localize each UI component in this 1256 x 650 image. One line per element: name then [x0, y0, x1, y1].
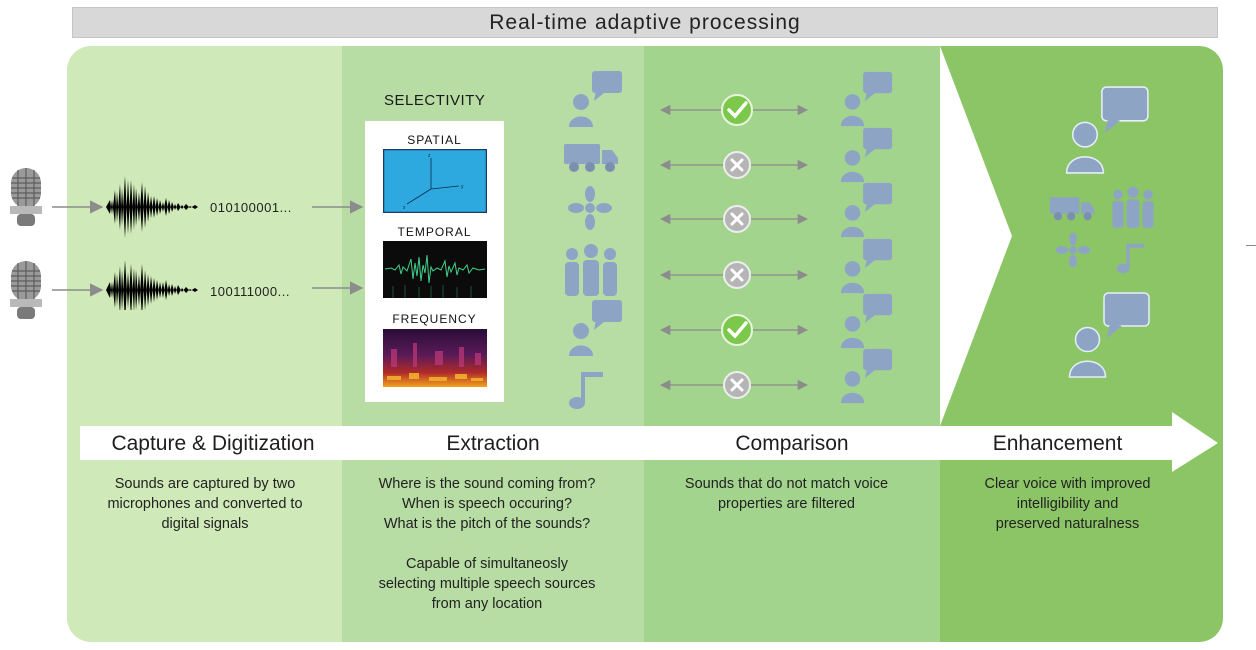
stage-title-extraction: Extraction — [446, 432, 540, 455]
stage-desc-capture: Sounds are captured by two microphones a… — [107, 476, 303, 532]
output-connector-line — [1246, 245, 1256, 246]
stage-desc-comparison: Sounds that do not match voice propertie… — [684, 476, 889, 512]
voice-reference-icon — [840, 127, 893, 183]
spatial-axes-image: z y x — [383, 149, 487, 213]
voice-reference-icon — [840, 238, 893, 294]
stage-title-comparison: Comparison — [735, 432, 849, 455]
fan-icon — [568, 186, 612, 230]
voice-reference-icon — [840, 71, 893, 127]
waveform-1 — [106, 176, 198, 238]
person-speaking-icon — [569, 71, 622, 127]
binary-code-2: 100111000... — [210, 284, 290, 299]
no-match-x-icon — [723, 205, 751, 233]
waveform-2 — [106, 260, 198, 310]
voice-reference-icon — [840, 293, 893, 349]
pipeline-frame — [67, 46, 1223, 642]
microphone-icon — [10, 168, 42, 226]
stage-title-capture: Capture & Digitization — [111, 432, 315, 455]
selectivity-card: SPATIAL z y x TEMPORAL FREQUENCY — [365, 121, 504, 402]
selectivity-temporal-label: TEMPORAL — [397, 225, 472, 239]
truck-icon — [564, 144, 618, 172]
process-arrow — [80, 412, 1218, 472]
fan-icon — [1055, 232, 1091, 268]
no-match-x-icon — [723, 151, 751, 179]
truck-icon — [1049, 197, 1095, 221]
axis-label-x: x — [403, 205, 406, 211]
match-check-icon — [721, 314, 753, 346]
crowd-icon — [565, 244, 617, 296]
selectivity-frequency-label: FREQUENCY — [392, 312, 477, 326]
enhanced-voice-icon — [1065, 86, 1149, 174]
voice-reference-icon — [840, 348, 893, 404]
capture-panel — [67, 46, 342, 642]
music-note-icon — [1116, 243, 1144, 274]
axis-label-y: y — [461, 184, 464, 190]
axis-label-z: z — [428, 153, 431, 159]
voice-reference-icon — [840, 182, 893, 238]
music-note-icon — [569, 372, 603, 409]
stage-desc-extraction: Where is the sound coming from? When is … — [378, 476, 596, 612]
stage-title-enhancement: Enhancement — [992, 432, 1123, 455]
selectivity-title: SELECTIVITY — [384, 92, 486, 109]
temporal-waveform-image — [383, 241, 487, 298]
selectivity-spatial-label: SPATIAL — [407, 133, 462, 147]
person-speaking-icon — [569, 300, 622, 356]
frequency-spectrogram-image — [383, 329, 487, 387]
enhanced-voice-icon — [1068, 292, 1150, 378]
microphone-icon — [10, 261, 42, 319]
stage-desc-enhancement: Clear voice with improved intelligibilit… — [984, 476, 1151, 532]
page-title: Real-time adaptive processing — [72, 7, 1218, 38]
comparison-rows — [659, 94, 809, 399]
no-match-x-icon — [723, 371, 751, 399]
capture-flow — [52, 176, 364, 310]
stage-chevron — [940, 46, 1012, 426]
crowd-icon — [1112, 186, 1154, 228]
binary-code-1: 010100001... — [210, 200, 292, 215]
no-match-x-icon — [723, 261, 751, 289]
match-check-icon — [721, 94, 753, 126]
